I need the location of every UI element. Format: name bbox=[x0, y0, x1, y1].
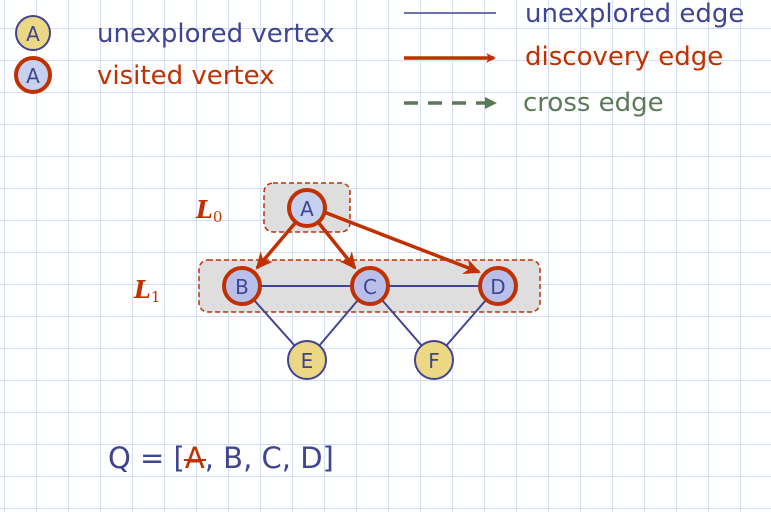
legend-visited-vertex-icon: A bbox=[14, 56, 52, 94]
level-0-label: L0 bbox=[196, 195, 223, 226]
svg-text:B: B bbox=[235, 275, 249, 299]
svg-text:A: A bbox=[300, 197, 314, 221]
edge-C-E bbox=[318, 299, 359, 347]
legend-visited-vertex-label: visited vertex bbox=[97, 61, 275, 91]
queue-removed-item: A bbox=[184, 441, 205, 475]
legend-unexplored-vertex-label: unexplored vertex bbox=[97, 19, 335, 49]
legend-cross-edge-label: cross edge bbox=[523, 88, 664, 118]
svg-text:D: D bbox=[490, 275, 505, 299]
vertex-A: A bbox=[287, 188, 327, 228]
svg-text:E: E bbox=[301, 349, 314, 373]
vertex-D: D bbox=[478, 266, 518, 306]
queue-rest: , B, C, D] bbox=[204, 441, 334, 475]
edge-A-B bbox=[255, 220, 298, 270]
level-1-label: L1 bbox=[134, 275, 161, 306]
vertex-F: F bbox=[414, 340, 454, 380]
svg-text:C: C bbox=[363, 275, 377, 299]
svg-text:A: A bbox=[26, 64, 40, 88]
svg-text:A: A bbox=[26, 22, 40, 46]
legend-unexplored-vertex-icon: A bbox=[15, 15, 51, 51]
legend-discovery-edge-label: discovery edge bbox=[525, 42, 724, 72]
edge-C-F bbox=[381, 299, 423, 347]
unexplored-edges bbox=[253, 285, 487, 347]
edge-D-F bbox=[445, 299, 487, 347]
edge-A-C bbox=[316, 220, 357, 270]
edge-B-E bbox=[253, 299, 296, 347]
queue-prefix: Q = [ bbox=[108, 441, 185, 475]
legend-unexplored-edge-label: unexplored edge bbox=[525, 0, 745, 29]
vertex-B: B bbox=[222, 266, 262, 306]
edge-A-D bbox=[323, 210, 481, 275]
queue-state: Q = [A, B, C, D] bbox=[108, 441, 334, 475]
discovery-edges bbox=[255, 210, 481, 275]
svg-text:F: F bbox=[428, 349, 440, 373]
vertex-C: C bbox=[350, 266, 390, 306]
vertex-E: E bbox=[287, 340, 327, 380]
